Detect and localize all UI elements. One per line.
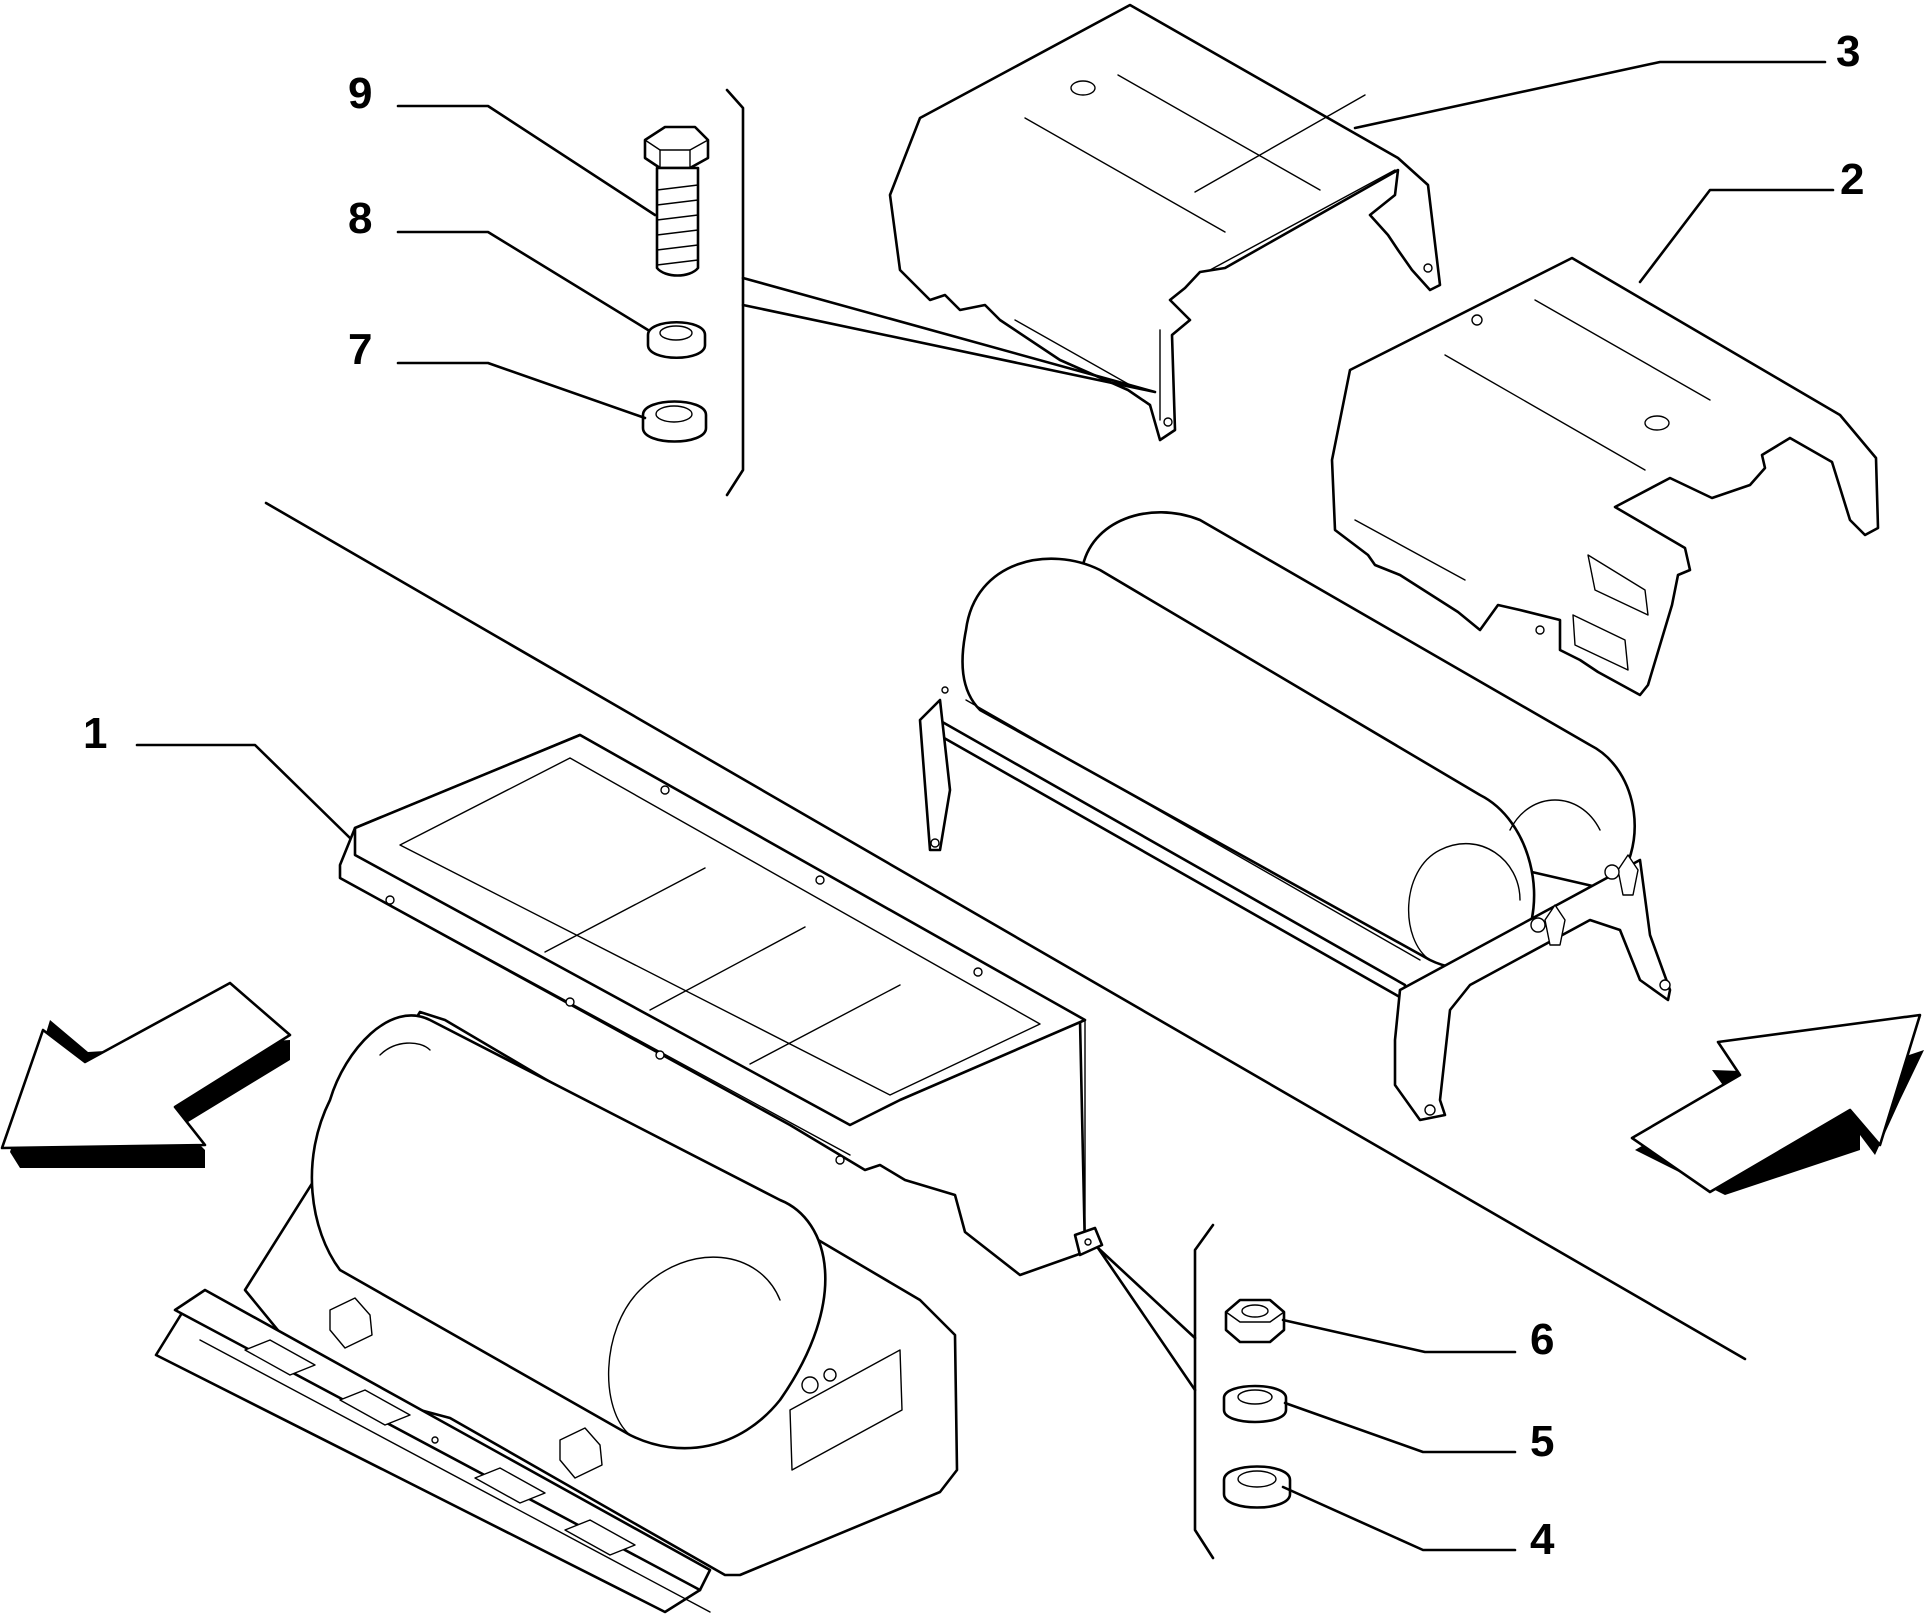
callout-6: 6 xyxy=(1530,1315,1554,1364)
fastener-pointer-bottom xyxy=(1096,1246,1197,1392)
lower-cylinder-assembly xyxy=(154,1010,959,1614)
leader-6 xyxy=(1281,1318,1517,1354)
leader-8 xyxy=(396,230,650,332)
callout-7: 7 xyxy=(348,325,372,374)
leader-9 xyxy=(396,104,657,217)
callout-5: 5 xyxy=(1530,1417,1554,1466)
leader-5 xyxy=(1283,1401,1517,1454)
lock-washer-8 xyxy=(646,320,707,360)
left-direction-arrow xyxy=(0,981,292,1168)
part-3-cover xyxy=(888,3,1442,442)
callout-1: 1 xyxy=(83,709,107,758)
bolt-9 xyxy=(643,125,710,277)
right-direction-arrow xyxy=(1630,1013,1924,1195)
leader-3 xyxy=(1353,60,1827,130)
leader-7 xyxy=(396,361,647,420)
callout-9: 9 xyxy=(348,69,372,118)
callout-8: 8 xyxy=(348,194,372,243)
washer-4 xyxy=(1222,1465,1292,1509)
washer-5 xyxy=(1222,1384,1288,1424)
fastener-pointer-top xyxy=(741,276,1157,394)
fastener-bracket-top xyxy=(725,88,745,497)
part-2-cover xyxy=(1330,256,1880,697)
flat-washer-7 xyxy=(641,400,708,443)
leader-2 xyxy=(1638,188,1835,284)
twin-cylinder-assembly xyxy=(918,511,1672,1122)
leader-4 xyxy=(1281,1485,1517,1552)
callout-4: 4 xyxy=(1530,1515,1555,1564)
callout-3: 3 xyxy=(1836,27,1860,76)
leader-1 xyxy=(135,743,352,840)
part-1-frame xyxy=(338,733,1104,1277)
fastener-bracket-bottom xyxy=(1193,1223,1215,1560)
nut-6 xyxy=(1224,1298,1286,1344)
separator-line xyxy=(264,501,1747,1361)
callout-2: 2 xyxy=(1840,155,1864,204)
